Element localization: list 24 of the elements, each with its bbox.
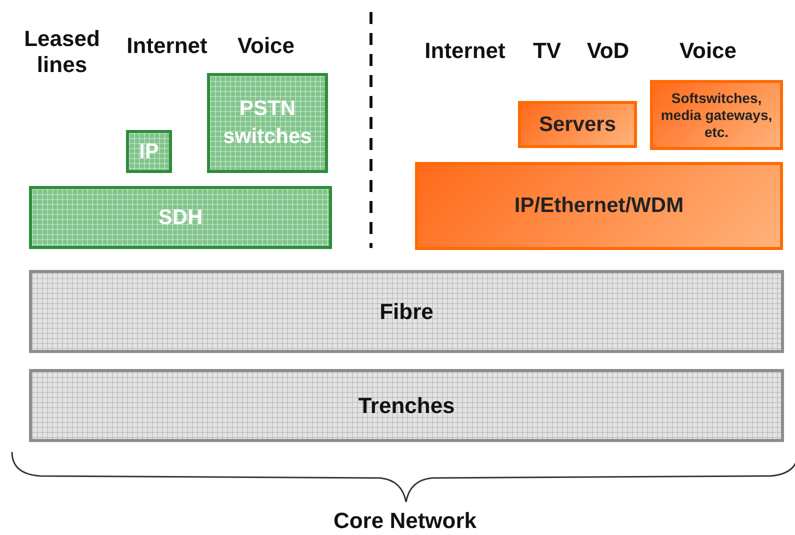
service-label: Voice [678,38,738,64]
layer-label: Fibre [380,298,434,324]
infrastructure-layer-box [29,270,784,353]
service-label: Internet [126,33,208,59]
layer-label: IP [139,140,159,164]
network-layer-box [518,101,637,148]
network-layer-box [207,73,328,173]
layer-label: SDH [158,206,203,230]
service-label: VoD [586,38,630,64]
network-layer-box [415,162,783,250]
network-layer-box [126,130,172,173]
layer-label: Softswitches, media gateways, etc. [660,90,774,140]
brace-caption: Core Network [332,508,478,534]
network-layer-box [29,186,332,249]
layer-label: Trenches [358,392,455,418]
layer-label: PSTN switches [222,96,313,150]
layer-label: Servers [538,112,616,136]
network-layer-box [650,80,783,150]
infrastructure-layer-box [29,369,784,442]
layer-label: IP/Ethernet/WDM [514,194,684,218]
service-label: Internet [424,38,506,64]
service-label: Leased lines [23,26,101,78]
service-label: TV [532,38,562,64]
service-label: Voice [236,33,296,59]
